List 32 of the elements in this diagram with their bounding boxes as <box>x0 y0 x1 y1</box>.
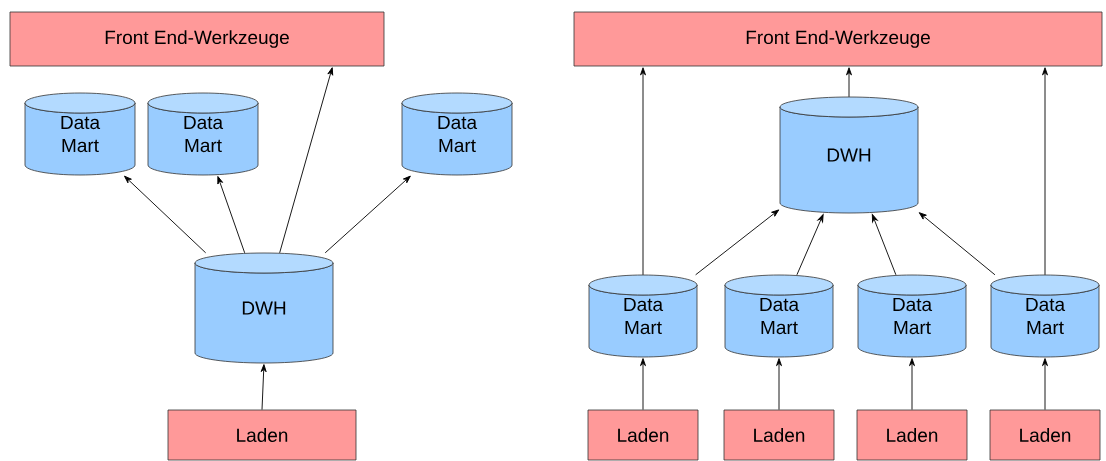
tool-box: Laden <box>989 409 1101 461</box>
database-cylinder: Data Mart <box>724 274 834 358</box>
arrow <box>796 214 824 276</box>
arrow <box>918 212 996 276</box>
arrow <box>324 175 411 254</box>
arrow <box>217 176 246 254</box>
arrow <box>695 209 780 276</box>
database-cylinder: Data Mart <box>147 92 259 176</box>
arrow <box>871 214 897 276</box>
arrow <box>1042 358 1048 411</box>
database-cylinder: Data Mart <box>857 274 967 358</box>
tool-box: Front End-Werkzeuge <box>573 11 1103 67</box>
tool-box: Laden <box>856 409 968 461</box>
arrow <box>1042 67 1048 276</box>
database-cylinder: DWH <box>779 96 919 214</box>
tool-box: Front End-Werkzeuge <box>9 11 385 67</box>
tool-box: Laden <box>723 409 835 461</box>
tool-box: Laden <box>587 409 699 461</box>
arrow <box>846 67 852 98</box>
database-cylinder: Data Mart <box>24 92 136 176</box>
database-cylinder: Data Mart <box>990 274 1100 358</box>
arrow <box>260 364 267 411</box>
arrow <box>640 358 646 411</box>
arrow <box>124 175 207 254</box>
arrow <box>776 358 782 411</box>
database-cylinder: DWH <box>194 252 334 364</box>
database-cylinder: Data Mart <box>401 92 513 176</box>
arrow <box>279 67 334 254</box>
arrow <box>909 358 915 411</box>
arrow <box>640 67 646 276</box>
tool-box: Laden <box>167 409 357 461</box>
database-cylinder: Data Mart <box>588 274 698 358</box>
